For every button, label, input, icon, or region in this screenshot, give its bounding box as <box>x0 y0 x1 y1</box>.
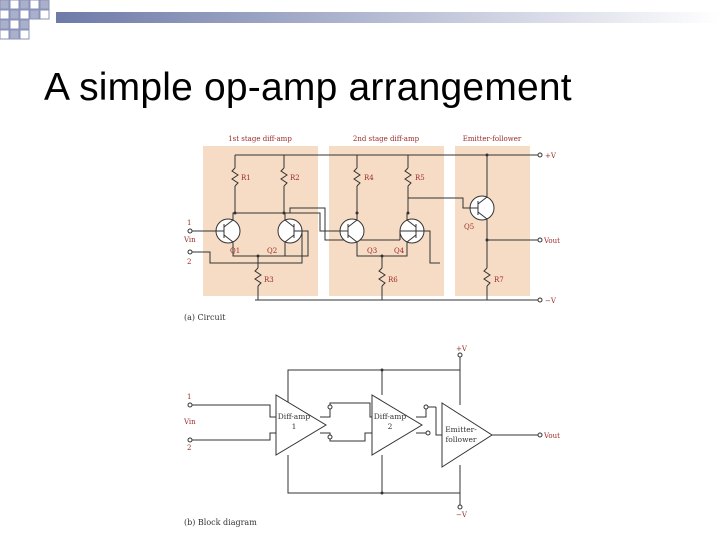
positive-supply-label: +V <box>545 152 557 160</box>
block-caption: (b) Block diagram <box>184 518 257 527</box>
block-vout-label: Vout <box>543 432 560 440</box>
label-r5: R5 <box>415 174 425 182</box>
diff-amp-1-label: Diff-amp <box>278 412 311 421</box>
block-vneg-terminal <box>457 504 463 510</box>
input-2-label: 2 <box>187 258 191 266</box>
label-r4: R4 <box>364 174 374 182</box>
label-r3: R3 <box>264 276 274 284</box>
block-output-terminal <box>537 432 543 438</box>
resistor-r7 <box>483 267 491 300</box>
positive-supply-terminal <box>537 152 543 158</box>
stage3-label: Emitter-follower <box>463 135 522 143</box>
input-2-terminal <box>187 249 193 255</box>
corner-decoration <box>0 0 720 50</box>
diff-amp-2-label: Diff-amp <box>374 412 407 421</box>
resistor-r6 <box>378 267 386 300</box>
transistor-q5 <box>469 195 495 221</box>
transistor-q3 <box>339 218 365 244</box>
label-r6: R6 <box>388 276 398 284</box>
block-vpos-label: +V <box>456 345 468 353</box>
circuit-schematic: 1st stage diff-amp 2nd stage diff-amp Em… <box>183 135 560 322</box>
block-input-1-terminal <box>187 402 193 408</box>
block-diagram: +V −V 1 Vin 2 Diff-amp 1 Diff-amp 2 Emit… <box>183 345 560 527</box>
negative-supply-label: −V <box>545 297 557 305</box>
label-q2: Q2 <box>267 247 277 255</box>
label-q4: Q4 <box>394 247 405 255</box>
block-input-1-label: 1 <box>187 393 191 401</box>
diff-amp-1-number: 1 <box>292 422 297 431</box>
label-q3: Q3 <box>367 247 377 255</box>
diff-amp-1-block <box>275 394 327 456</box>
transistor-q1 <box>215 218 241 244</box>
negative-supply-terminal <box>537 297 543 303</box>
stage1-label: 1st stage diff-amp <box>228 135 292 143</box>
block-vin-label: Vin <box>183 418 196 426</box>
block-input-2-terminal <box>187 437 193 443</box>
resistor-r1 <box>231 155 239 213</box>
label-r7: R7 <box>494 276 504 284</box>
label-r2: R2 <box>290 174 300 182</box>
input-1-label: 1 <box>187 219 191 227</box>
follower-label-1: Emitter- <box>445 425 477 434</box>
resistor-r4 <box>353 155 361 213</box>
stage1-panel <box>203 146 318 296</box>
circuit-caption: (a) Circuit <box>184 313 226 322</box>
stage3-panel <box>455 146 530 296</box>
vin-label: Vin <box>183 236 196 244</box>
follower-label-2: follower <box>445 435 476 444</box>
label-q5: Q5 <box>464 223 474 231</box>
slide-title: A simple op-amp arrangement <box>44 66 572 109</box>
block-vpos-terminal <box>457 352 463 358</box>
stage2-label: 2nd stage diff-amp <box>353 135 420 143</box>
emitter-follower-block <box>441 402 493 468</box>
resistor-r2 <box>280 155 288 213</box>
input-1-terminal <box>187 228 193 234</box>
vout-label: Vout <box>543 237 560 245</box>
block-input-2-label: 2 <box>187 444 191 452</box>
diff-amp-2-block <box>371 394 423 456</box>
diff-amp-2-number: 2 <box>388 422 393 431</box>
label-r1: R1 <box>241 174 251 182</box>
block-vneg-label: −V <box>456 511 468 519</box>
resistor-r3 <box>254 267 262 300</box>
transistor-q2 <box>277 218 303 244</box>
output-terminal <box>537 237 543 243</box>
label-q1: Q1 <box>230 247 240 255</box>
